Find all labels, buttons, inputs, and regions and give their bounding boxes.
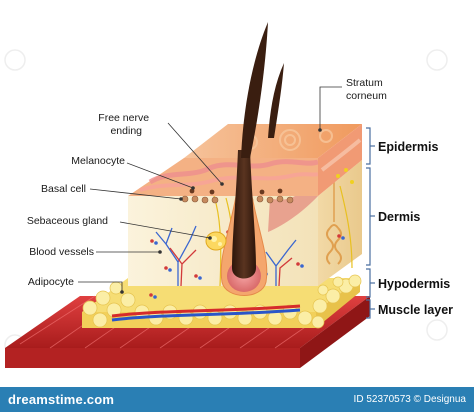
sweat-gland: [326, 178, 342, 265]
hair-shafts: [241, 22, 284, 158]
leader-dots: [120, 128, 322, 294]
blood-vessel-branches: [155, 225, 297, 287]
adipocyte-label: Adipocyte: [28, 276, 74, 288]
free-nerve-ending-label: Free nerve ending: [98, 112, 152, 137]
leader-lines: [78, 86, 342, 292]
melanocyte-label: Melanocyte: [71, 155, 125, 167]
hair-follicle: [205, 150, 268, 296]
muscle-layer-label: Muscle layer: [378, 303, 453, 317]
sebaceous-gland: [205, 231, 227, 251]
basal-cell-label: Basal cell: [41, 183, 86, 195]
epidermis-block: [128, 124, 362, 204]
footer-brand[interactable]: dreamstime.com: [8, 392, 115, 407]
hypodermis-label: Hypodermis: [378, 277, 450, 291]
melanocytes: [189, 188, 283, 195]
footer-credit: ID 52370573 © Designua: [353, 394, 466, 405]
hypodermis-block: [82, 274, 362, 329]
blood-vessels-label: Blood vessels: [29, 246, 94, 258]
layer-brackets: [366, 127, 375, 319]
footer-bar: dreamstime.com ID 52370573 © Designua: [0, 387, 474, 412]
sebaceous-gland-label: Sebaceous gland: [27, 215, 108, 227]
epidermis-label: Epidermis: [378, 140, 438, 154]
dermis-label: Dermis: [378, 210, 420, 224]
stratum-corneum-label: Stratum corneum: [346, 77, 387, 102]
